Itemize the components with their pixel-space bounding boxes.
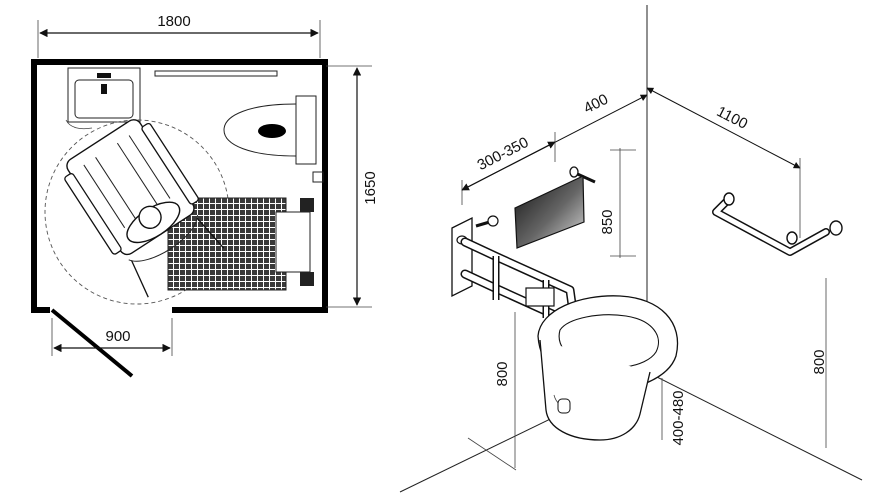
dimension-backrest-offset-label: 300-350 [475, 134, 532, 174]
floor-plan: 1800 1650 900 [31, 13, 379, 378]
door-swing: 900 [50, 308, 173, 378]
dimension-rail-height-right-label: 800 [811, 349, 828, 374]
dimension-backrest-offset: 300-350 [461, 132, 556, 205]
toilet-iso [537, 295, 679, 441]
corner-grab-bar [712, 192, 843, 256]
dimension-width: 1800 [37, 13, 321, 58]
wheelchair-user [64, 119, 225, 298]
dimension-backrest-height-label: 850 [599, 209, 616, 234]
dimension-depth: 1650 [326, 65, 379, 308]
dimension-width-label: 1800 [157, 13, 190, 30]
wall-grab-bar [154, 70, 278, 77]
toilet-plan [223, 95, 324, 183]
dimension-seat-height-label: 400-480 [670, 390, 687, 445]
dimension-rail-height-left: 800 [467, 312, 517, 471]
room-walls [31, 59, 328, 313]
washbasin [65, 67, 141, 130]
dimension-door-label: 900 [105, 328, 130, 345]
dimension-backrest-height: 850 [599, 148, 636, 258]
dimension-wall-left-label: 400 [581, 91, 611, 118]
dimension-seat-height: 400-480 [661, 378, 687, 446]
backrest [514, 166, 596, 249]
dimension-wall-right-label: 1100 [714, 103, 750, 133]
dimension-rail-height-right: 800 [811, 278, 828, 448]
isometric-view: 400 300-350 1100 850 [399, 5, 863, 493]
dimension-rail-height-left-label: 800 [494, 361, 511, 386]
dimension-depth-label: 1650 [362, 171, 379, 204]
